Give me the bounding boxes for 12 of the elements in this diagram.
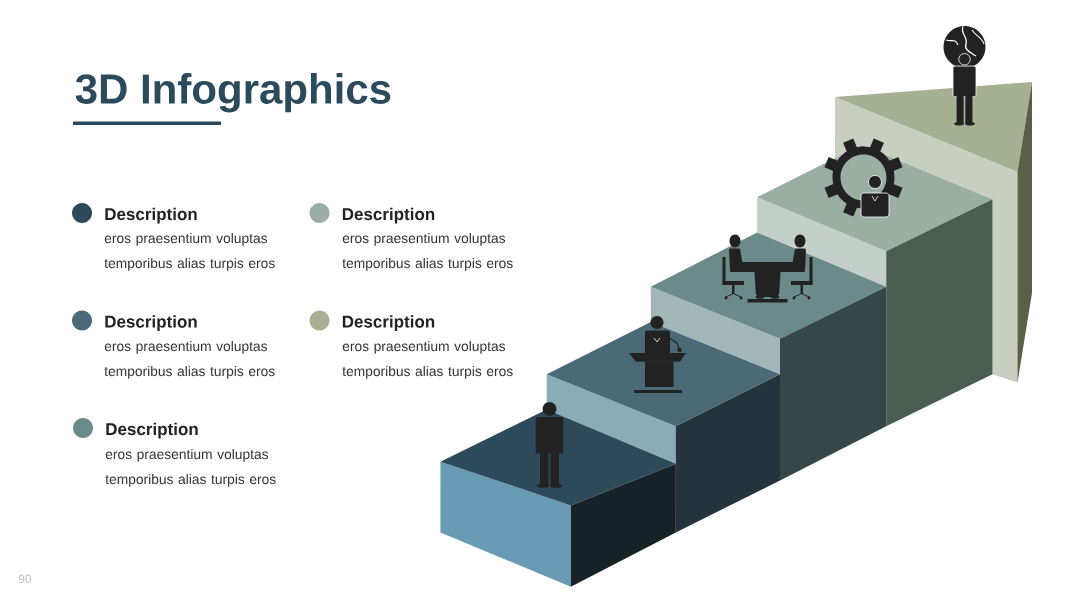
legend-label: Description — [342, 315, 435, 332]
legend-label: Description — [105, 207, 197, 224]
title: 3D Infographics — [75, 73, 391, 113]
legend-label: Description — [342, 207, 435, 224]
legend-label: Description — [105, 315, 197, 332]
description-text: eros praesentium voluptas temporibus alias turpis eros — [105, 449, 276, 487]
description-text: eros praesentium voluptas temporibus alias turpis eros — [104, 341, 275, 379]
legend-label: Description — [106, 422, 198, 439]
description-text: eros praesentium voluptas temporibus alias turpis eros — [104, 233, 275, 271]
description-text: eros praesentium voluptas temporibus alias turpis eros — [342, 341, 513, 379]
page-number: 90 — [18, 574, 32, 584]
description-text: eros praesentium voluptas temporibus alias turpis eros — [342, 233, 513, 271]
